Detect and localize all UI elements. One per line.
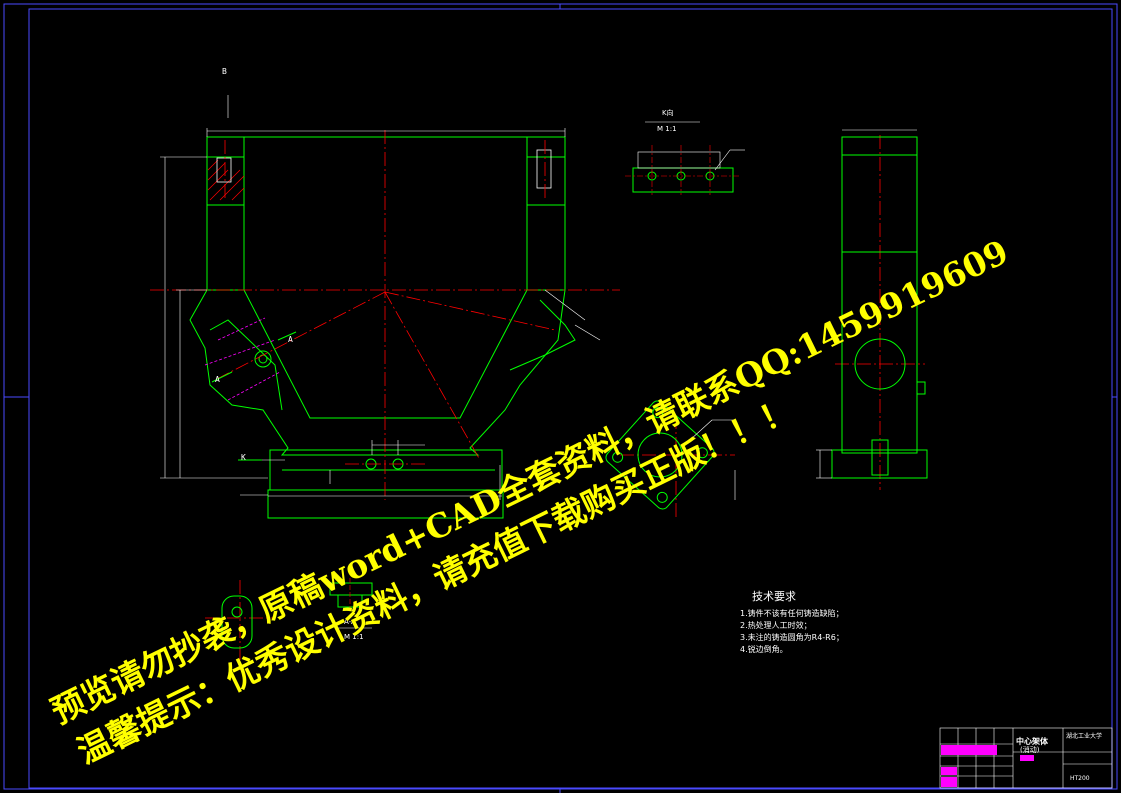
- section-aa-scale: M 1:1: [344, 633, 364, 641]
- view-k-title: K向: [662, 108, 674, 117]
- hatching: [207, 159, 245, 201]
- section-aa: [221, 578, 373, 649]
- title-block-fills: [941, 745, 1034, 787]
- title-part-note: (消动): [1020, 745, 1040, 754]
- title-block: [939, 727, 1113, 789]
- title-school: 湖北工业大学: [1066, 732, 1102, 740]
- label-b: B: [222, 67, 227, 76]
- title-part-name: 中心架体: [1016, 736, 1049, 746]
- requirement-item-3: 3.未注的铸造圆角为R4-R6；: [740, 633, 844, 642]
- center-lines: [150, 130, 925, 670]
- label-a1: A: [215, 375, 220, 384]
- side-view: [831, 136, 928, 479]
- section-arrows: [211, 331, 297, 461]
- requirement-item-2: 2.热处理人工时效；: [740, 621, 812, 630]
- label-a2: A: [288, 335, 293, 344]
- technical-requirements: 技术要求 1.铸件不该有任何铸造缺陷； 2.热处理人工时效； 3.未注的铸造圆角…: [740, 588, 844, 656]
- flange-view: [605, 400, 715, 510]
- arrow-labels: B K A A: [215, 67, 293, 462]
- requirement-item-4: 4.锐边倒角。: [740, 645, 788, 654]
- inner-frame: [28, 8, 1113, 789]
- section-aa-title: A-A: [344, 618, 356, 626]
- front-view: [189, 136, 576, 519]
- dimension-lines: [160, 95, 601, 500]
- hidden-lines: [204, 317, 281, 401]
- label-k: K: [241, 453, 246, 462]
- view-k: K向 M 1:1: [625, 108, 745, 195]
- title-material: HT200: [1070, 775, 1090, 782]
- requirement-item-1: 1.铸件不该有任何铸造缺陷；: [740, 609, 844, 618]
- view-k-scale: M 1:1: [657, 125, 677, 133]
- requirements-title: 技术要求: [752, 590, 796, 603]
